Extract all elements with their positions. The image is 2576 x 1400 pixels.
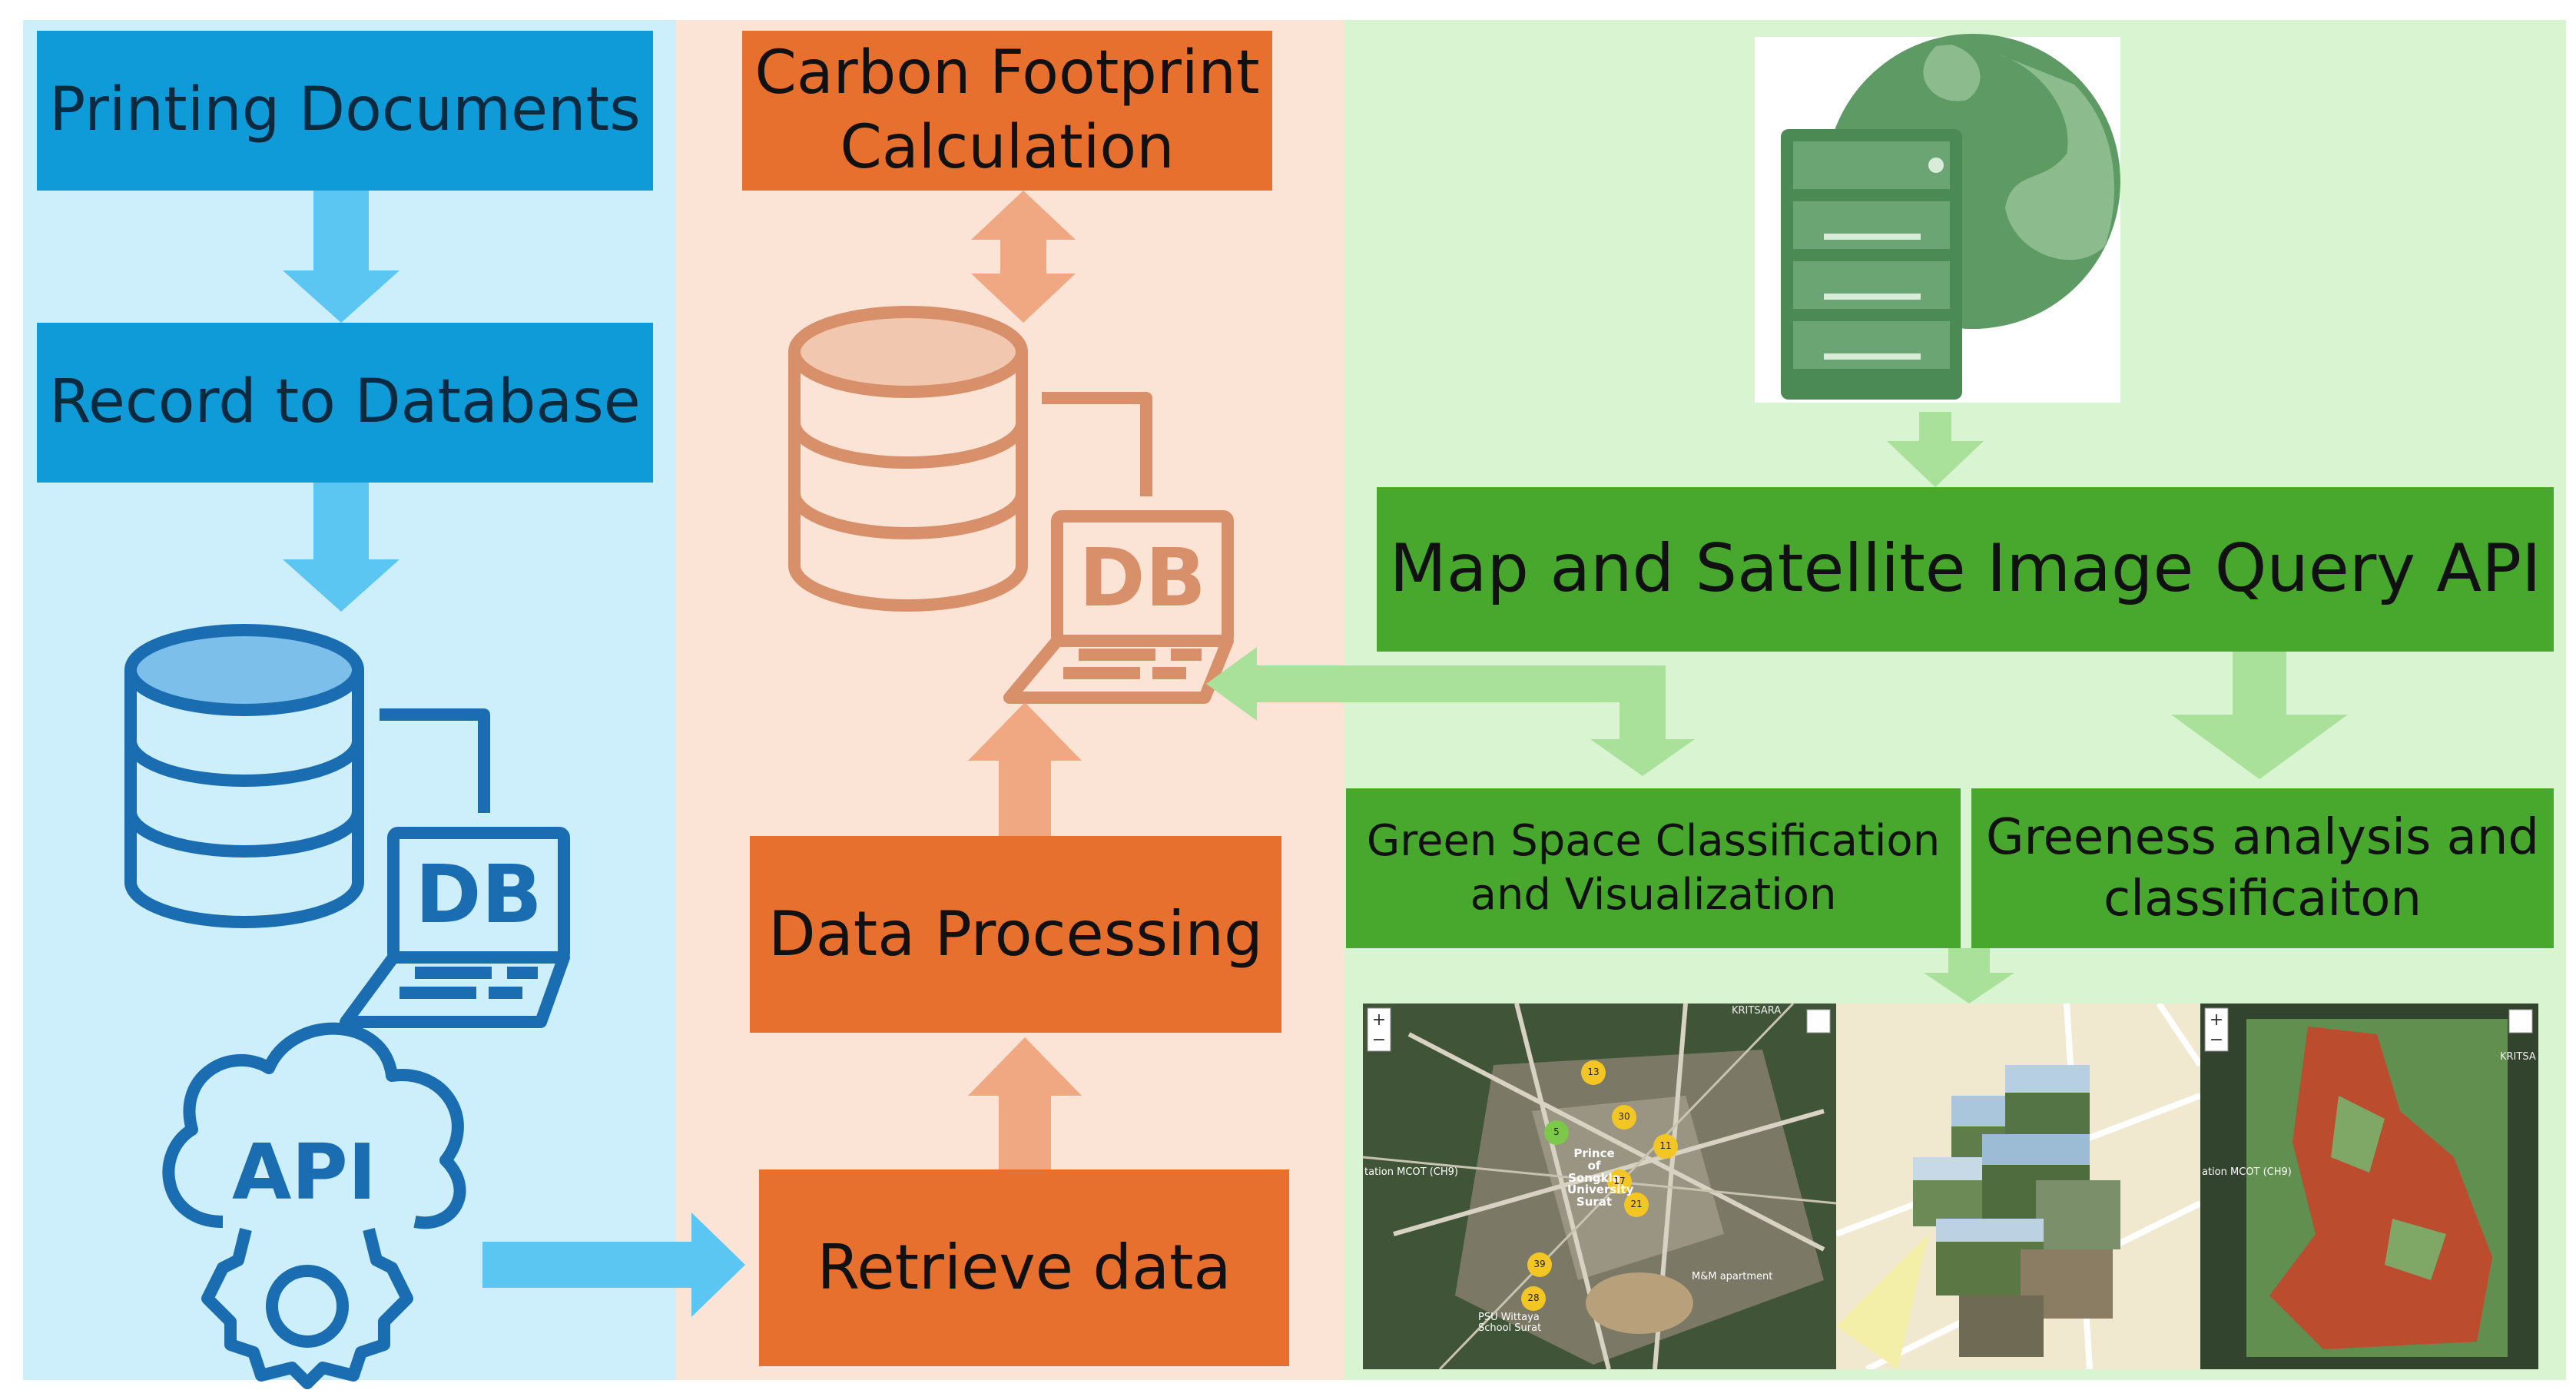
data-processing-box: Data Processing <box>750 836 1281 1033</box>
arrow-double-orange <box>971 191 1076 323</box>
retrieve-data-box: Retrieve data <box>759 1169 1289 1366</box>
greeness-analysis-box: Greeness analysis and classificaiton <box>1971 788 2554 948</box>
map3-road-label: KRITSA <box>2500 1051 2536 1063</box>
map-satellite-clusters: + − KRITSARA Prince of Songkla Universit… <box>1363 1004 1836 1369</box>
arrow-down-green-2 <box>2171 652 2348 779</box>
database-icon <box>788 306 1028 612</box>
retrieve-data-label: Retrieve data <box>817 1232 1232 1303</box>
arrow-down-blue-1 <box>283 191 399 323</box>
arrow-down-green-3 <box>1924 948 2014 1004</box>
map1-road-label: KRITSARA <box>1732 1005 1782 1017</box>
printing-documents-label: Printing Documents <box>49 75 641 145</box>
cluster-marker: 30 <box>1618 1111 1630 1122</box>
gear-icon <box>201 1228 413 1389</box>
cluster-marker: 13 <box>1587 1067 1600 1077</box>
cluster-marker: 11 <box>1659 1140 1672 1151</box>
map-satellite-api-box: Map and Satellite Image Query API <box>1377 487 2554 652</box>
server-icon <box>1781 129 1962 400</box>
map1-school-label: PSU Wittaya School Surat <box>1478 1312 1542 1334</box>
svg-text:−: − <box>2210 1030 2223 1050</box>
db-label-middle: DB <box>1079 531 1206 625</box>
database-icon <box>124 624 364 928</box>
printing-documents-box: Printing Documents <box>37 31 653 191</box>
map1-apartment-label: M&M apartment <box>1692 1271 1773 1282</box>
laptop-icon <box>340 708 570 1028</box>
map-satellite-api-label: Map and Satellite Image Query API <box>1389 530 2541 608</box>
svg-text:+: + <box>2210 1010 2223 1030</box>
map-photo-collage <box>1836 1004 2200 1369</box>
cluster-marker: 17 <box>1613 1176 1626 1186</box>
cluster-marker: 28 <box>1527 1292 1540 1303</box>
map1-campus-label: Prince of Songkla University Surat <box>1567 1146 1634 1209</box>
green-space-classification-box: Green Space Classification and Visualiza… <box>1346 788 1961 948</box>
laptop-icon <box>1003 392 1234 704</box>
arrow-right-blue <box>482 1213 745 1317</box>
db-label-left: DB <box>415 848 542 941</box>
svg-text:−: − <box>1372 1030 1386 1050</box>
green-space-classification-line1: Green Space Classification <box>1366 816 1941 866</box>
arrow-down-green-1 <box>1887 412 1984 487</box>
arrow-up-orange-1 <box>968 702 1082 836</box>
street-photo <box>1913 1065 2120 1357</box>
cluster-marker: 5 <box>1553 1126 1560 1137</box>
map-greenness-raster: + − KRITSA ation MCOT (CH9) <box>2200 1004 2538 1369</box>
arrow-down-blue-2 <box>283 483 399 612</box>
cluster-marker: 39 <box>1533 1259 1546 1269</box>
carbon-footprint-line1: Carbon Footprint <box>754 38 1260 108</box>
record-to-database-label: Record to Database <box>49 367 641 437</box>
arrow-bidirectional-green <box>1206 647 1695 776</box>
map1-station-label: tation MCOT (CH9) <box>1364 1166 1458 1178</box>
map3-station-label: ation MCOT (CH9) <box>2202 1166 2292 1178</box>
carbon-footprint-line2: Calculation <box>840 113 1175 182</box>
cluster-marker: 21 <box>1630 1199 1643 1209</box>
arrow-up-orange-2 <box>968 1037 1082 1169</box>
svg-text:+: + <box>1372 1010 1386 1030</box>
cloud-api-icon <box>162 1022 466 1229</box>
record-to-database-box: Record to Database <box>37 323 653 483</box>
data-processing-label: Data Processing <box>768 898 1263 970</box>
greeness-analysis-line1: Greeness analysis and <box>1985 809 2540 866</box>
carbon-footprint-box: Carbon Footprint Calculation <box>742 31 1272 191</box>
greeness-analysis-line2: classificaiton <box>2104 871 2422 927</box>
api-label: API <box>232 1127 376 1217</box>
green-space-classification-line2: and Visualization <box>1470 870 1837 920</box>
